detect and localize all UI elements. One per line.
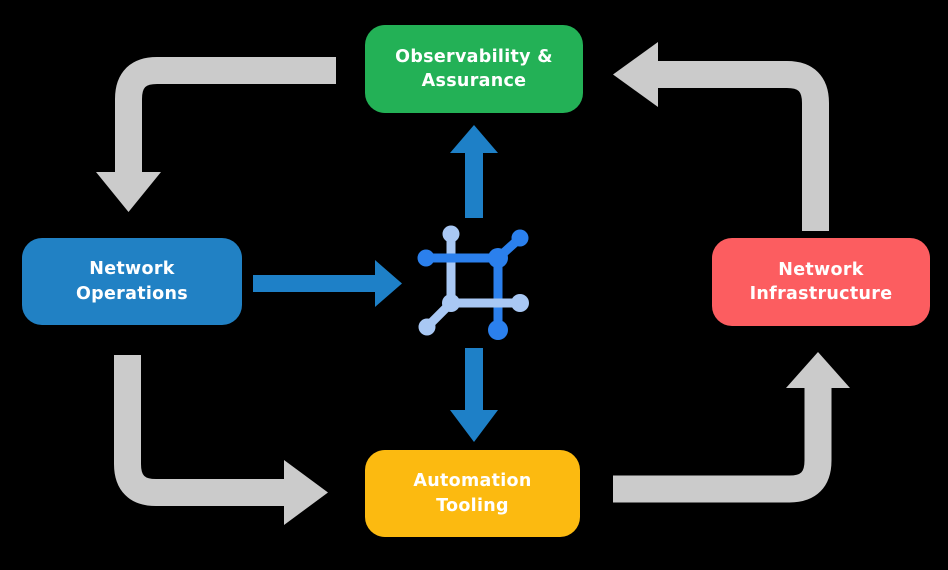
- node-network-operations-label: Network Operations: [76, 259, 188, 304]
- cycle-arrow-automation-to-infrastructure: [613, 352, 850, 503]
- node-observability-assurance: Observability & Assurance: [365, 25, 583, 113]
- network-mesh-icon: [417, 225, 529, 340]
- cycle-arrow-infrastructure-to-observability: [613, 42, 829, 231]
- node-automation-tooling-label: Automation Tooling: [413, 471, 532, 516]
- hub-arrow-hub-to-automation: [450, 348, 498, 442]
- hub-arrow-operations-to-hub: [253, 260, 402, 307]
- node-network-infrastructure: Network Infrastructure: [712, 238, 930, 326]
- node-observability-assurance-label: Observability & Assurance: [395, 46, 553, 91]
- node-network-operations: Network Operations: [22, 238, 242, 325]
- cycle-arrow-observability-to-operations: [96, 57, 336, 212]
- node-automation-tooling: Automation Tooling: [365, 450, 580, 537]
- network-mesh-icon-light-lines: [418, 225, 460, 336]
- hub-arrow-hub-to-observability: [450, 125, 498, 218]
- network-mesh-icon-dark-lines: [417, 229, 529, 340]
- node-network-infrastructure-label: Network Infrastructure: [749, 259, 893, 304]
- cycle-arrow-operations-to-automation: [114, 355, 328, 525]
- network-mesh-icon-light-horizontal: [442, 294, 529, 312]
